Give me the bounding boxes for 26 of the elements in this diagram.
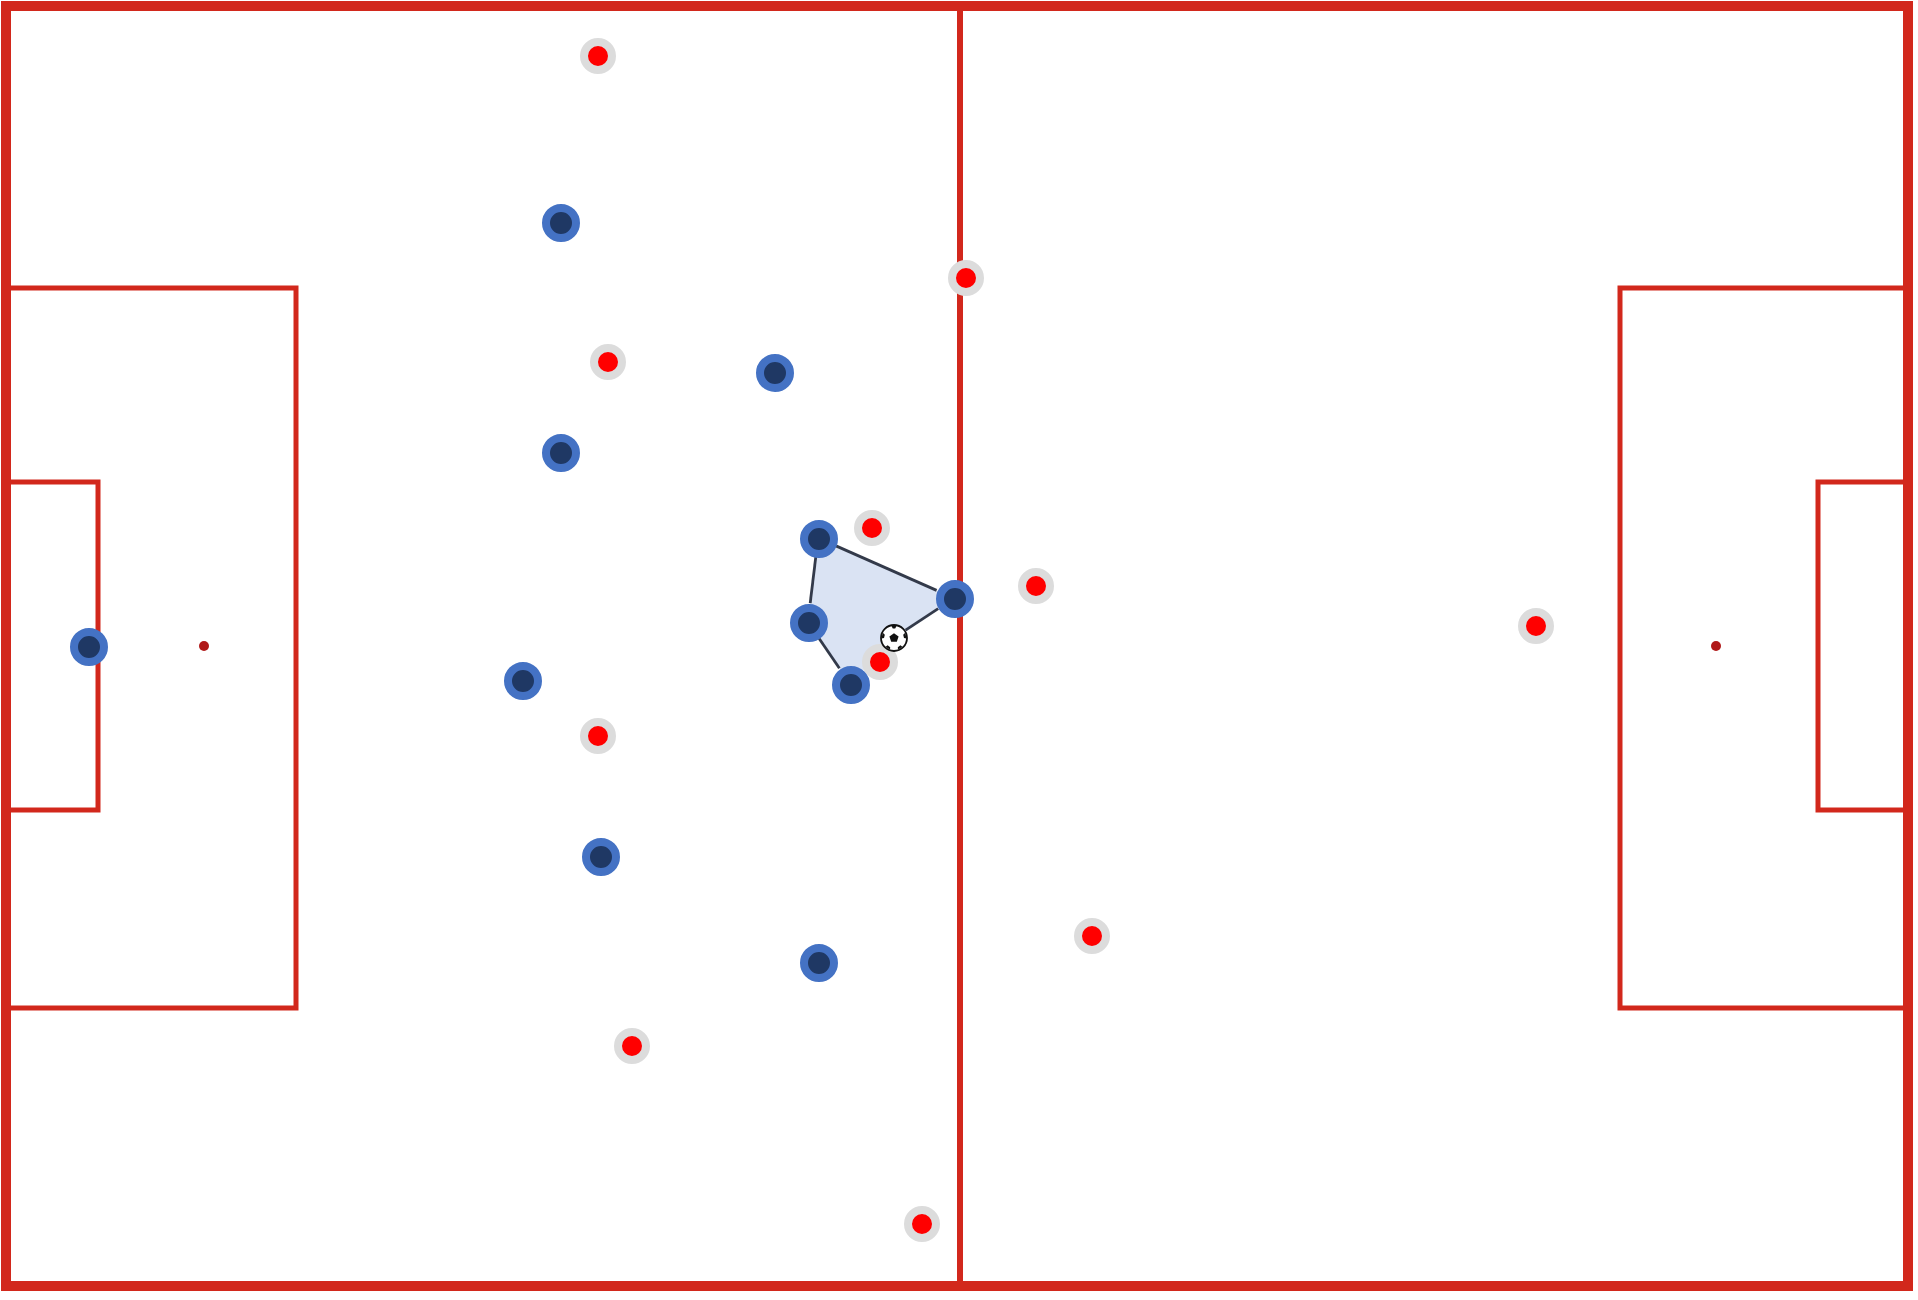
player-marker xyxy=(614,1028,650,1064)
player-marker xyxy=(580,38,616,74)
player-marker xyxy=(854,510,890,546)
football-icon xyxy=(880,624,908,652)
player-marker xyxy=(799,519,837,557)
player-marker xyxy=(904,1206,940,1242)
player-marker xyxy=(935,579,973,617)
player-marker xyxy=(799,943,837,981)
connecting-line xyxy=(904,607,939,632)
player-marker xyxy=(1518,608,1554,644)
connecting-line xyxy=(834,544,938,592)
connecting-line xyxy=(808,556,818,604)
player-marker xyxy=(948,260,984,296)
connecting-line xyxy=(817,637,841,669)
player-marker xyxy=(1018,568,1054,604)
player-marker xyxy=(755,353,793,391)
player-marker xyxy=(69,627,107,665)
player-marker xyxy=(789,603,827,641)
player-marker xyxy=(503,661,541,699)
player-marker xyxy=(580,718,616,754)
player-marker xyxy=(541,433,579,471)
player-marker xyxy=(1074,918,1110,954)
player-marker xyxy=(590,344,626,380)
player-marker xyxy=(541,203,579,241)
player-marker xyxy=(581,837,619,875)
player-marker xyxy=(831,665,869,703)
